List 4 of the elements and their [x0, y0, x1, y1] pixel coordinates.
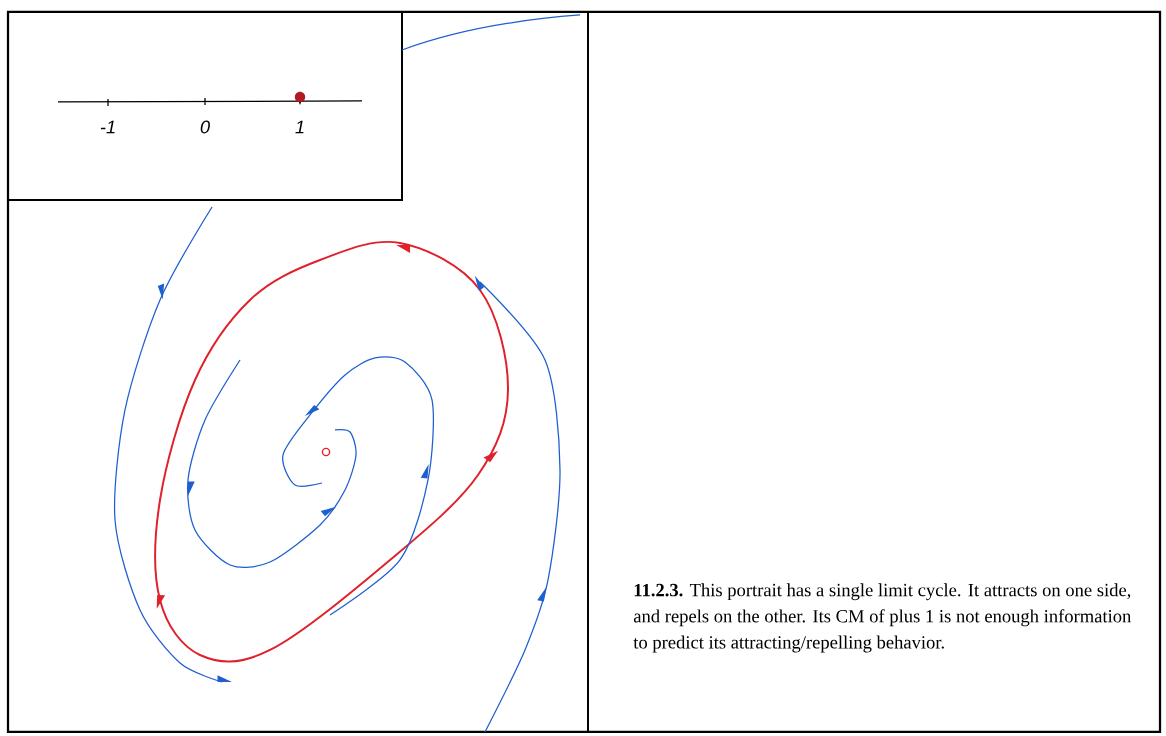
tick-label: 0 [200, 120, 210, 134]
tick-label: 1 [295, 120, 304, 134]
caption-text: 11.2.3. This portrait has a single limit cycle. It attracts on one side, and repels on the other. Its CM of plus 1 is not enough information to predict its attracting/repelling behavior. [633, 583, 1132, 653]
tick-label: -1 [100, 120, 115, 134]
